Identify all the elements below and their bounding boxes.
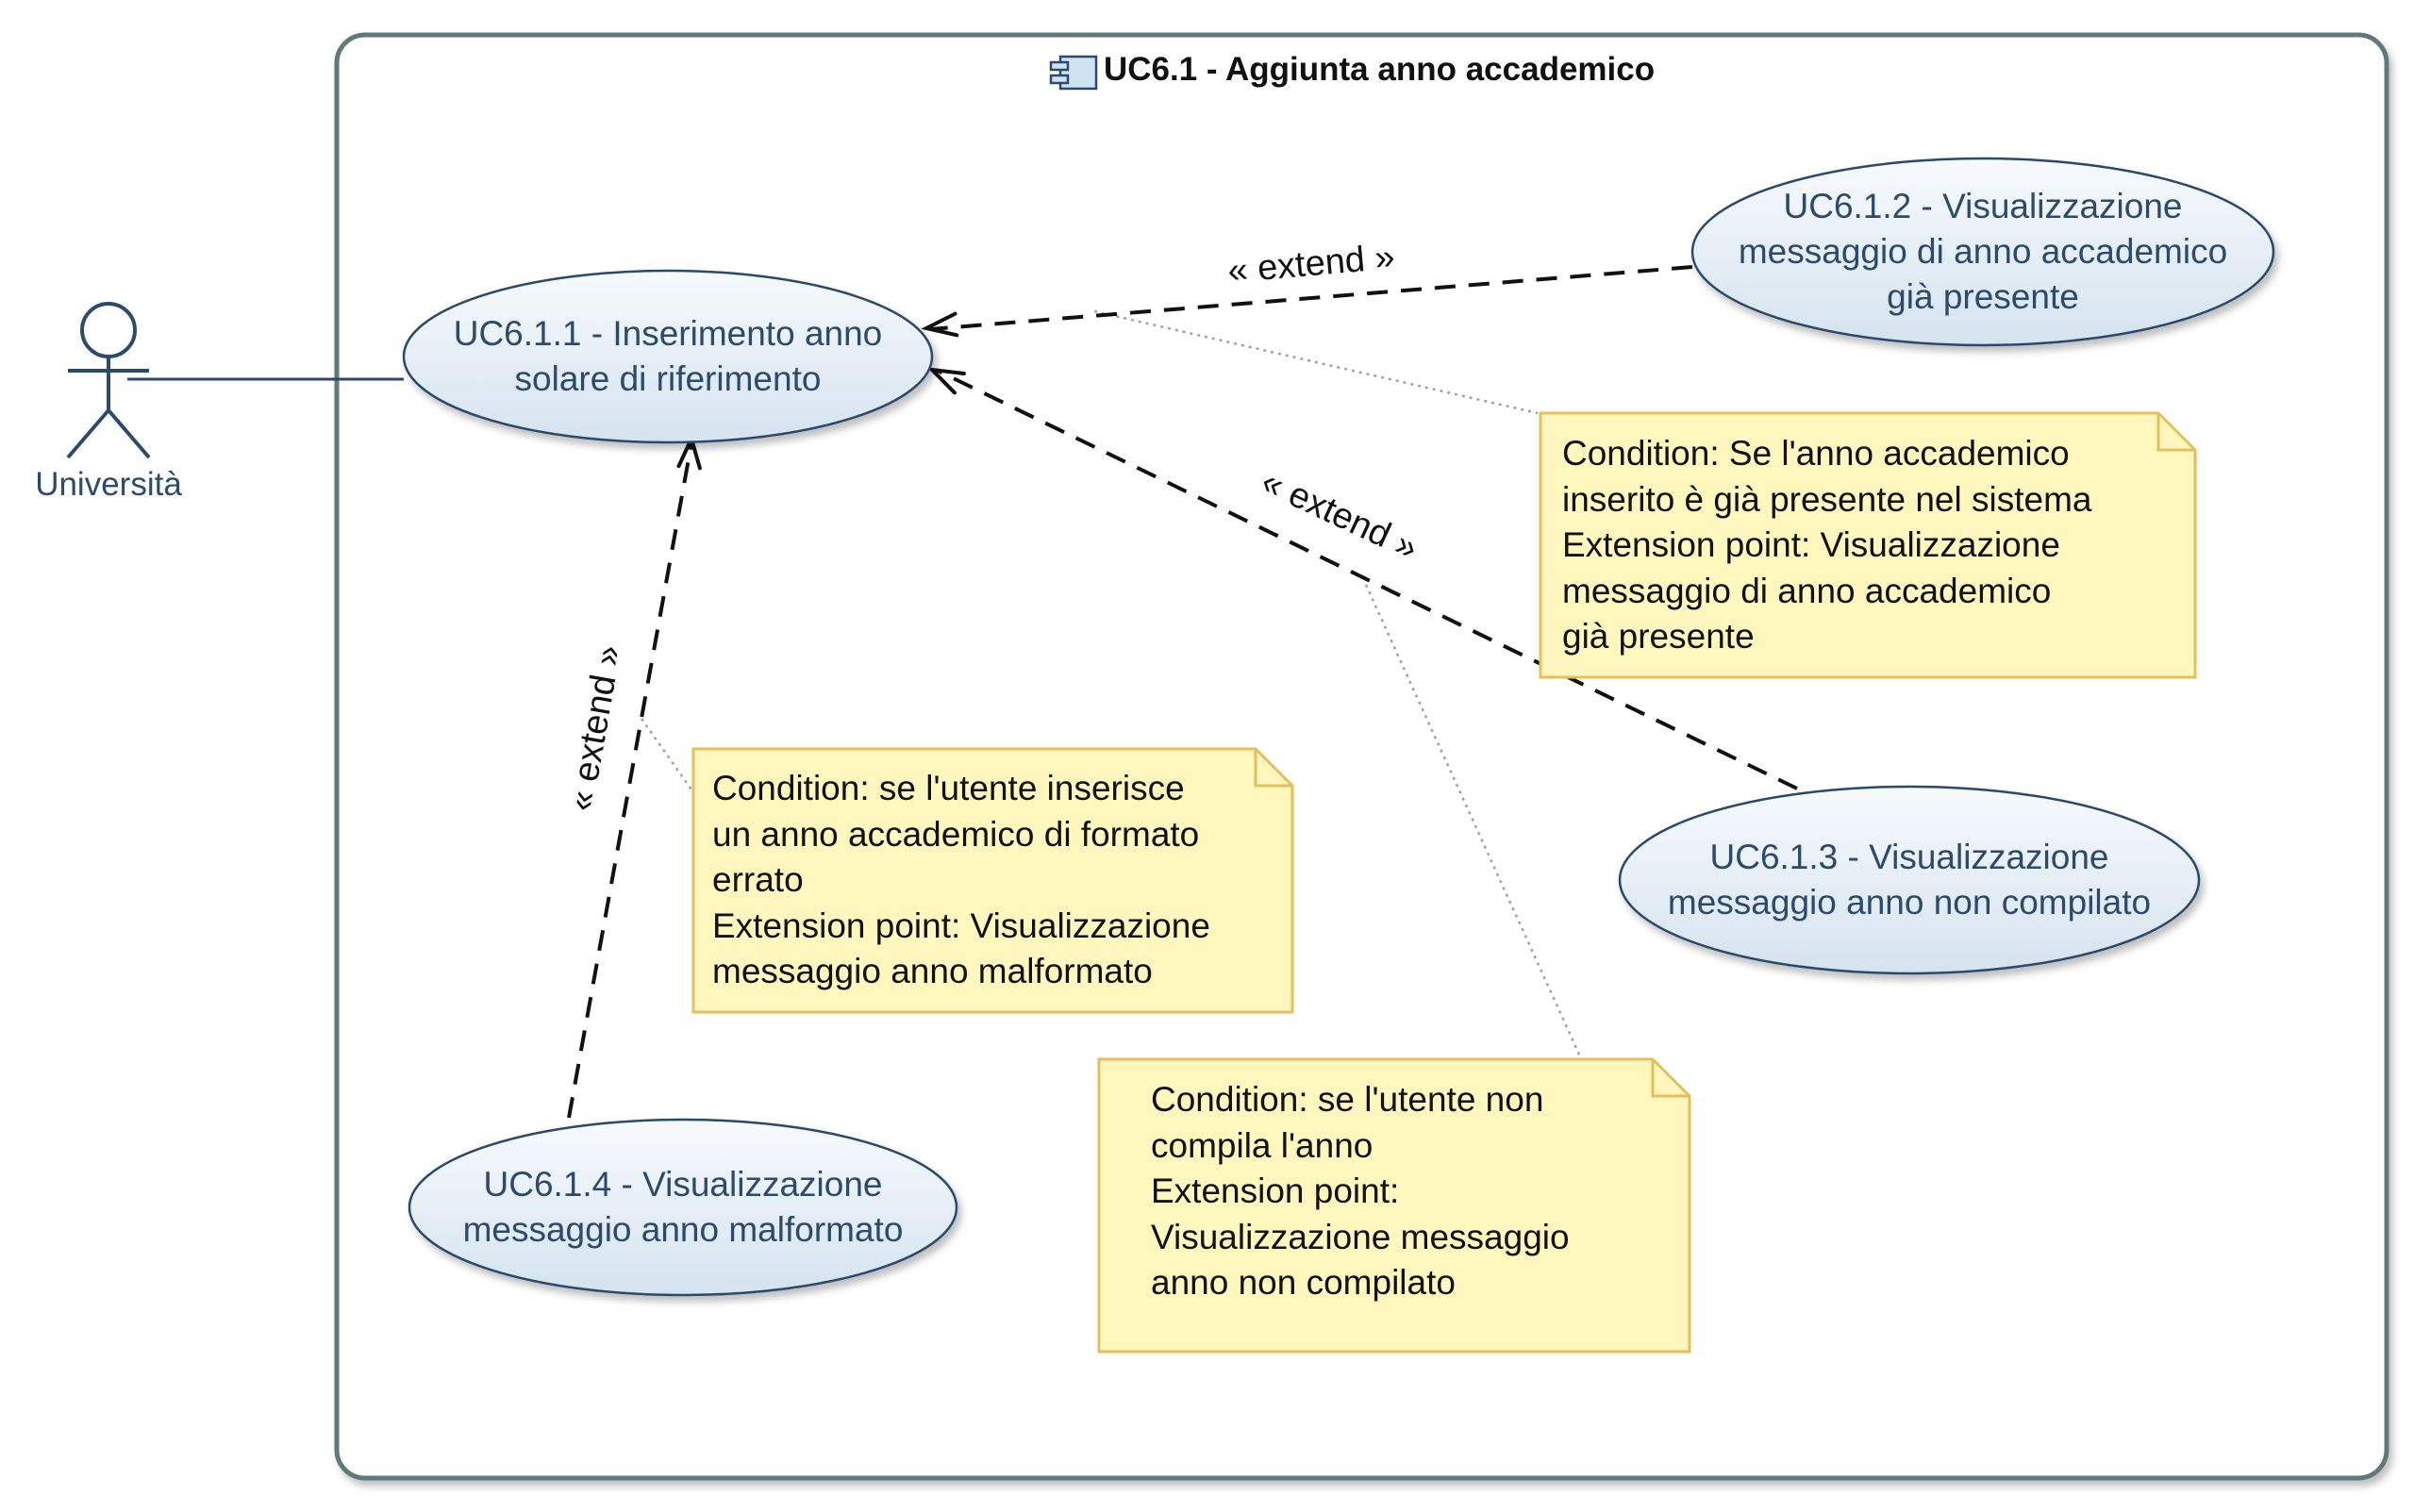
note-uc613-shape [1097, 1057, 1691, 1354]
usecase-uc613-shape [1618, 785, 2201, 975]
note-anchor-lines [640, 309, 1582, 1057]
actor-figure [66, 302, 151, 459]
extend-line-uc614 [567, 442, 693, 1119]
extend-line-uc613 [935, 368, 1798, 790]
component-icon [1049, 55, 1098, 91]
extend-relations [567, 265, 1798, 1119]
usecase-uc614-shape [408, 1118, 958, 1297]
usecase-uc612-shape [1690, 157, 2275, 347]
note-uc612-shape [1539, 411, 2197, 679]
extend-line-uc612 [929, 265, 1693, 331]
usecase-uc611-shape [402, 269, 934, 444]
note-uc614-shape [691, 747, 1294, 1014]
